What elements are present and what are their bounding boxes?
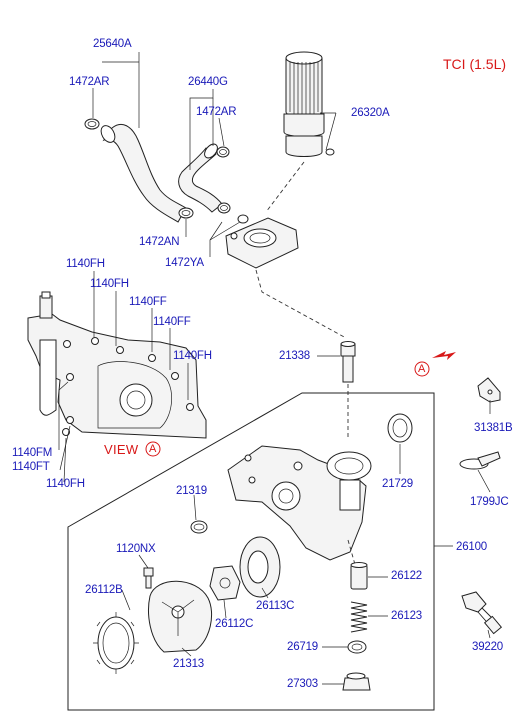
marker-a-letter: A (418, 363, 426, 375)
hose-26440G (178, 143, 223, 213)
part-label-1120NX[interactable]: 1120NX (116, 543, 156, 555)
part-label-1472AR-b[interactable]: 1472AR (196, 106, 237, 118)
part-label-26113C[interactable]: 26113C (256, 600, 295, 612)
bolt-1120NX (143, 567, 154, 589)
oil-pump-body (227, 445, 372, 561)
part-label-1472YA[interactable]: 1472YA (165, 257, 204, 269)
hose-25640A (100, 124, 187, 223)
part-label-31381B[interactable]: 31381B (474, 422, 513, 434)
oil-filter-26320A (283, 51, 335, 157)
part-label-26123[interactable]: 26123 (391, 610, 422, 622)
pump-assembly-box (67, 392, 435, 711)
part-label-26320A[interactable]: 26320A (351, 107, 390, 119)
part-label-1472AR-a[interactable]: 1472AR (69, 76, 110, 88)
part-label-1140FT[interactable]: 1140FT (12, 461, 50, 473)
leader-lines (58, 52, 491, 685)
part-label-21729[interactable]: 21729 (382, 478, 413, 490)
part-label-1140FH-1[interactable]: 1140FH (66, 258, 105, 270)
part-label-27303[interactable]: 27303 (287, 678, 318, 690)
clamp-1472AN (178, 207, 194, 219)
axis-cooler-pipe (255, 269, 347, 339)
clamp-1472AR-b (216, 146, 230, 158)
seal-21729 (387, 413, 413, 443)
gear-26112B (93, 612, 139, 674)
part-label-25640A[interactable]: 25640A (93, 38, 132, 50)
rotor-26112C (209, 565, 241, 601)
sensor-39220 (461, 591, 503, 635)
view-label: VIEW (104, 442, 139, 457)
part-label-26100[interactable]: 26100 (456, 541, 487, 553)
cable-tie-1799JC (459, 451, 501, 470)
part-label-26719[interactable]: 26719 (287, 641, 318, 653)
front-cover-view (27, 291, 207, 439)
part-label-1140FM[interactable]: 1140FM (12, 447, 53, 459)
part-label-39220[interactable]: 39220 (472, 641, 503, 653)
part-label-1799JC[interactable]: 1799JC (470, 496, 509, 508)
part-label-1140FH-3[interactable]: 1140FH (173, 350, 212, 362)
part-label-26440G[interactable]: 26440G (188, 76, 228, 88)
clamp-1472AR-a (84, 118, 100, 130)
part-label-21319[interactable]: 21319 (176, 485, 207, 497)
plunger-26122 (350, 562, 368, 590)
bracket-31381B (477, 377, 501, 403)
part-label-1140FF-1[interactable]: 1140FF (129, 296, 167, 308)
view-marker-circle (145, 441, 161, 457)
part-label-1472AN[interactable]: 1472AN (139, 236, 180, 248)
part-label-26122[interactable]: 26122 (391, 570, 422, 582)
spring-26123 (350, 601, 368, 633)
part-label-21313[interactable]: 21313 (173, 658, 204, 670)
part-label-1140FH-4[interactable]: 1140FH (46, 478, 85, 490)
pump-cover-21313 (148, 580, 212, 653)
part-label-26112C[interactable]: 26112C (215, 618, 254, 630)
axis-filter-cooler (265, 161, 305, 213)
part-label-1140FH-2[interactable]: 1140FH (90, 278, 129, 290)
part-label-26112B[interactable]: 26112B (85, 584, 123, 596)
view-marker-letter: A (149, 443, 157, 455)
part-label-1140FF-2[interactable]: 1140FF (153, 316, 191, 328)
rotor-26113C (239, 536, 281, 598)
diagram-title: TCI (1.5L) (443, 56, 507, 72)
plug-27303 (342, 672, 371, 691)
fitting-21338 (340, 341, 356, 383)
marker-a-circle (414, 361, 430, 377)
part-label-21338[interactable]: 21338 (279, 350, 310, 362)
retainer-26719 (347, 640, 367, 654)
oil-cooler (225, 217, 299, 269)
view-arrow-icon (432, 351, 456, 360)
oring-21319 (190, 520, 208, 534)
clamp-1472YA (217, 202, 249, 224)
